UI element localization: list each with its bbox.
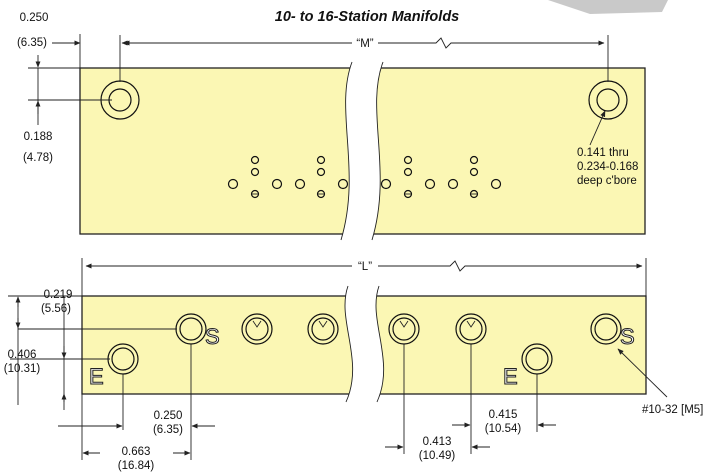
top-dim-inch: 0.188 [24,131,53,143]
port-s-left-label: S [205,324,220,349]
dim-663-inch: 0.663 [122,446,151,458]
top-view: “M” 0.250 (6.35) 0.188 (4.78) 0.141 thru… [17,12,646,241]
thread-note: #10-32 [M5] [642,404,703,416]
port-pattern [227,155,502,199]
port-e-left-label: E [89,364,104,389]
dim-413-mm: (10.49) [419,450,456,462]
bottom-view: “L” [4,258,703,472]
dim-219-inch: 0.219 [44,289,73,301]
l-dim-right [378,260,643,272]
edge-dim-inch: 0.250 [20,12,49,24]
break-lines-bottom [344,285,385,403]
edge-dim-mm: (6.35) [17,37,47,49]
l-dim-label: “L” [358,261,372,273]
hole-note-line-3: deep c'bore [577,175,637,187]
product-photo-corner [548,0,668,14]
dim-406-inch: 0.406 [8,349,37,361]
hole-note-line-2: 0.234-0.168 [577,161,638,173]
break-band-bottom [344,286,384,402]
top-dim-mm: (4.78) [23,152,53,164]
dim-250-inch: 0.250 [154,410,183,422]
thread-note-leader [617,348,668,398]
port-s-right-label: S [620,324,635,349]
dim-406-mm: (10.31) [4,363,41,375]
dim-413-inch: 0.413 [423,436,452,448]
hole-note-leader [589,110,606,146]
break-lines-top [340,61,384,241]
dim-219-mm: (5.56) [41,303,71,315]
dim-663-mm: (16.84) [118,460,155,472]
m-dim-right [378,37,605,49]
valve-port [241,313,273,345]
dim-250-mm: (6.35) [153,424,183,436]
port-e-right-label: E [503,364,518,389]
port-s-right [590,313,622,345]
hole-note-line-1: 0.141 thru [577,147,629,159]
m-dim-label: “M” [356,38,373,50]
mount-hole-right-bore [596,88,620,112]
dim-415-inch: 0.415 [489,409,518,421]
dim-415-mm: (10.54) [485,423,522,435]
break-band-top [341,62,383,240]
diagram-title: 10- to 16-Station Manifolds [275,9,460,25]
valve-port [307,313,339,345]
